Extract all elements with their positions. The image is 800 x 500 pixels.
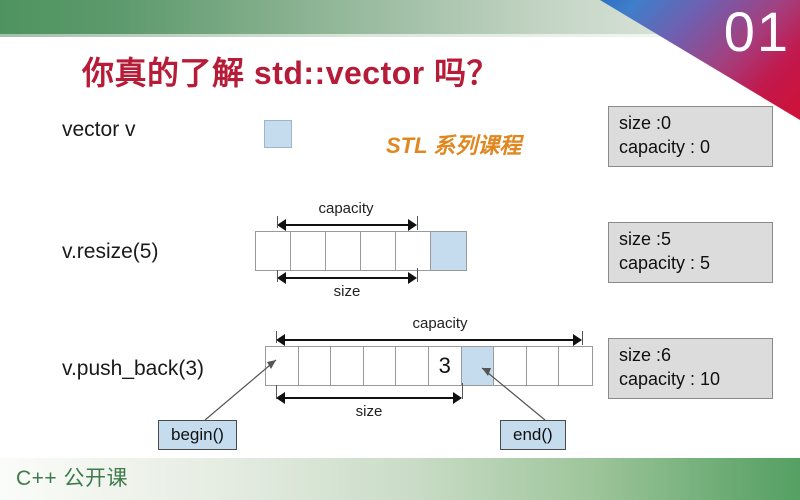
array-cell: [298, 347, 332, 385]
corner-badge: [600, 0, 800, 120]
tick-size-start-row-2: [277, 270, 278, 282]
info-box-row-2: size :5 capacity : 5: [608, 222, 773, 283]
measure-label-capacity-row-2: capacity: [318, 200, 374, 217]
info-size-row-2: size :5: [619, 229, 672, 249]
array-cell: [431, 232, 466, 270]
tick-size-end-row-3: [462, 383, 463, 399]
top-band-shadow: [0, 34, 800, 37]
array-cell: [396, 347, 429, 385]
tick-capacity-start-row-2: [277, 216, 278, 228]
measure-label-size-row-3: size: [355, 403, 383, 420]
array-cell: [559, 347, 592, 385]
tick-size-end-row-2: [417, 268, 418, 282]
callout-end[interactable]: end(): [500, 420, 566, 450]
info-box-row-3: size :6 capacity : 10: [608, 338, 773, 399]
empty-vector-cell: [264, 120, 292, 148]
measure-arrow-size-row-2: [277, 272, 417, 284]
info-size-row-1: size :0: [619, 113, 672, 133]
bottom-green-band: [0, 458, 800, 500]
tick-size-start-row-3: [276, 385, 277, 399]
measure-arrow-size-row-3: [276, 392, 462, 404]
tick-capacity-end-row-2: [417, 216, 418, 230]
array-cell: [331, 347, 364, 385]
page-title: 你真的了解 std::vector 吗？: [82, 55, 500, 91]
info-capacity-row-2: capacity : 5: [619, 252, 711, 273]
measure-arrow-capacity-row-3: [276, 334, 582, 346]
slide-number: 01: [723, 0, 790, 63]
series-subtitle: STL 系列课程: [386, 133, 522, 158]
row-label-resize: v.resize(5): [62, 240, 159, 263]
tick-capacity-end-row-3: [582, 331, 583, 345]
row-label-push-back: v.push_back(3): [62, 357, 205, 380]
footer-label: C++ 公开课: [16, 467, 129, 490]
array-cell: [526, 347, 560, 385]
measure-label-size-row-2: size: [333, 283, 361, 300]
measure-arrow-capacity-row-2: [277, 219, 417, 231]
array-row-resize: [255, 231, 467, 271]
array-cell: [396, 232, 431, 270]
array-cell: [291, 232, 326, 270]
array-cell: [494, 347, 527, 385]
array-cell: [363, 347, 397, 385]
array-row-push-back: 3: [265, 346, 593, 386]
info-capacity-row-1: capacity : 0: [619, 136, 711, 157]
callout-begin[interactable]: begin(): [158, 420, 237, 450]
info-size-row-3: size :6: [619, 345, 672, 365]
tick-capacity-start-row-3: [276, 331, 277, 343]
array-cell: 3: [428, 347, 462, 385]
array-cell: [326, 232, 361, 270]
info-capacity-row-3: capacity : 10: [619, 368, 721, 389]
info-box-row-1: size :0 capacity : 0: [608, 106, 773, 167]
row-label-vector-v: vector v: [62, 118, 136, 141]
measure-label-capacity-row-3: capacity: [412, 315, 468, 332]
array-cell: [461, 347, 495, 385]
array-cell: [256, 232, 291, 270]
array-cell: [361, 232, 396, 270]
